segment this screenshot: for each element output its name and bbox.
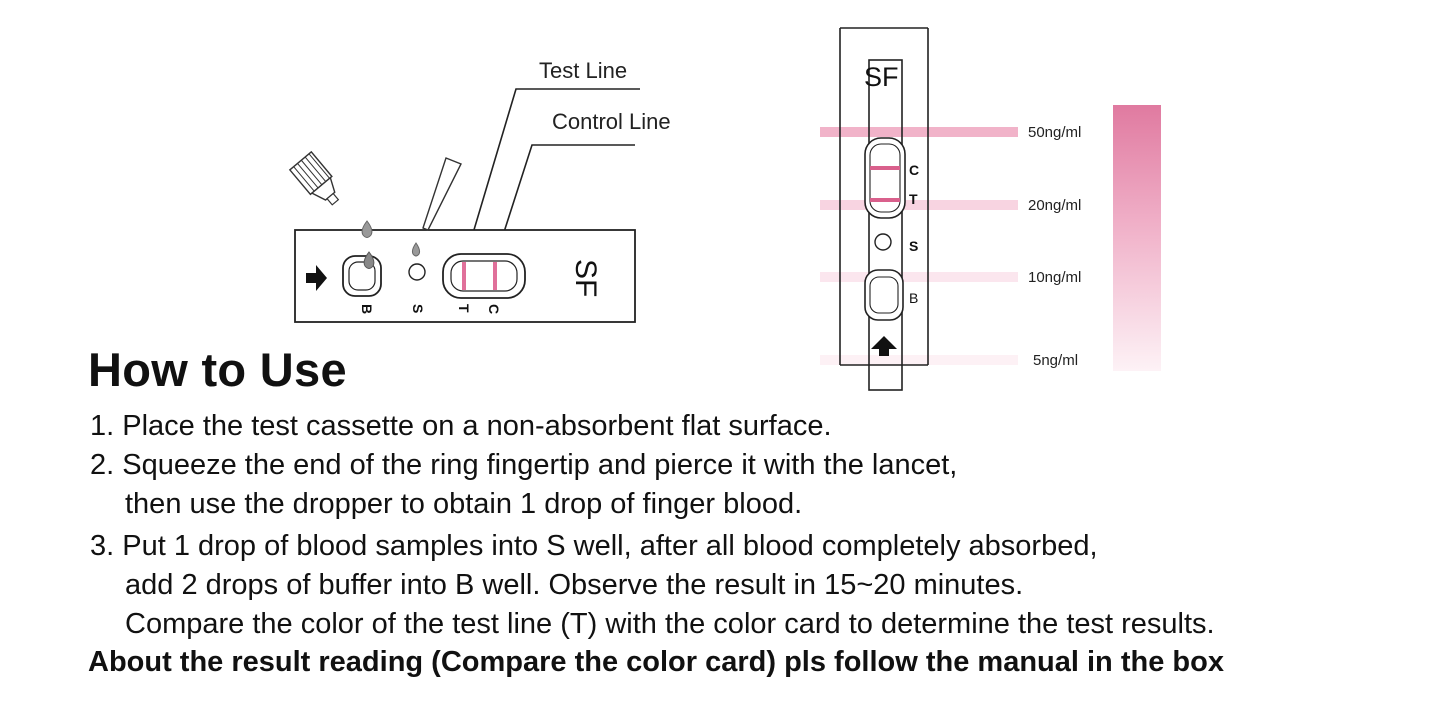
control-line-leader	[494, 144, 635, 261]
conc-5-label: 5ng/ml	[1033, 352, 1078, 369]
blood-drop-icon	[411, 242, 421, 257]
strip-diagram: C T S B SF 50ng/ml 20ng/ml 10ng/ml 5ng/m…	[820, 27, 1161, 391]
dropper-icon	[422, 157, 462, 231]
strip-sample-well	[874, 233, 892, 251]
step-1: 1. Place the test cassette on a non-abso…	[90, 410, 832, 442]
how-to-use-heading: How to Use	[88, 343, 347, 396]
strip-arrow-icon	[871, 336, 897, 356]
band-50	[820, 127, 1018, 137]
line-c-label: C	[486, 304, 502, 314]
step-2-line-2: then use the dropper to obtain 1 drop of…	[125, 488, 803, 520]
well-b-label: B	[359, 304, 375, 314]
cassette-brand: SF	[569, 259, 602, 297]
step-3-line-1: 3. Put 1 drop of blood samples into S we…	[90, 530, 1098, 562]
sample-well	[408, 263, 426, 281]
test-strip	[868, 59, 903, 391]
buffer-drop-icon	[363, 251, 375, 269]
strip-control-line	[870, 166, 900, 170]
test-line-label: Test Line	[539, 58, 628, 83]
line-t-label: T	[456, 304, 472, 313]
conc-20-label: 20ng/ml	[1028, 197, 1081, 214]
step-2-line-2-wrap: then use the dropper to obtain 1 drop of…	[90, 485, 802, 524]
cassette-diagram: B S T C SF	[288, 88, 640, 323]
strip-marker-b: B	[909, 290, 918, 306]
test-line-leader	[464, 88, 640, 261]
strip-test-line	[870, 198, 900, 202]
step-3-line-3: Compare the color of the test line (T) w…	[125, 608, 1215, 640]
strip-marker-c: C	[909, 162, 919, 178]
step-3-line-3-wrap: Compare the color of the test line (T) w…	[90, 605, 1215, 644]
strip-marker-t: T	[909, 191, 918, 207]
strip-brand: SF	[864, 62, 899, 92]
control-line-label: Control Line	[552, 109, 671, 134]
band-5	[820, 355, 1018, 365]
conc-50-label: 50ng/ml	[1028, 124, 1081, 141]
direction-arrow-icon	[306, 265, 327, 291]
band-10	[820, 272, 1018, 282]
color-card	[1113, 105, 1161, 371]
band-20	[820, 200, 1018, 210]
strip-buffer-well	[864, 269, 904, 321]
conc-10-label: 10ng/ml	[1028, 269, 1081, 286]
test-line-mark	[462, 262, 466, 290]
step-3-line-2-wrap: add 2 drops of buffer into B well. Obser…	[90, 566, 1023, 605]
control-line-mark	[493, 262, 497, 290]
well-s-label: S	[410, 304, 426, 313]
result-reading-note: About the result reading (Compare the co…	[88, 646, 1224, 678]
buffer-bottle-icon	[288, 150, 340, 206]
buffer-drop-icon	[361, 220, 373, 238]
strip-marker-s: S	[909, 238, 918, 254]
step-2-line-1: 2. Squeeze the end of the ring fingertip…	[90, 449, 958, 481]
step-3-line-2: add 2 drops of buffer into B well. Obser…	[125, 569, 1024, 601]
